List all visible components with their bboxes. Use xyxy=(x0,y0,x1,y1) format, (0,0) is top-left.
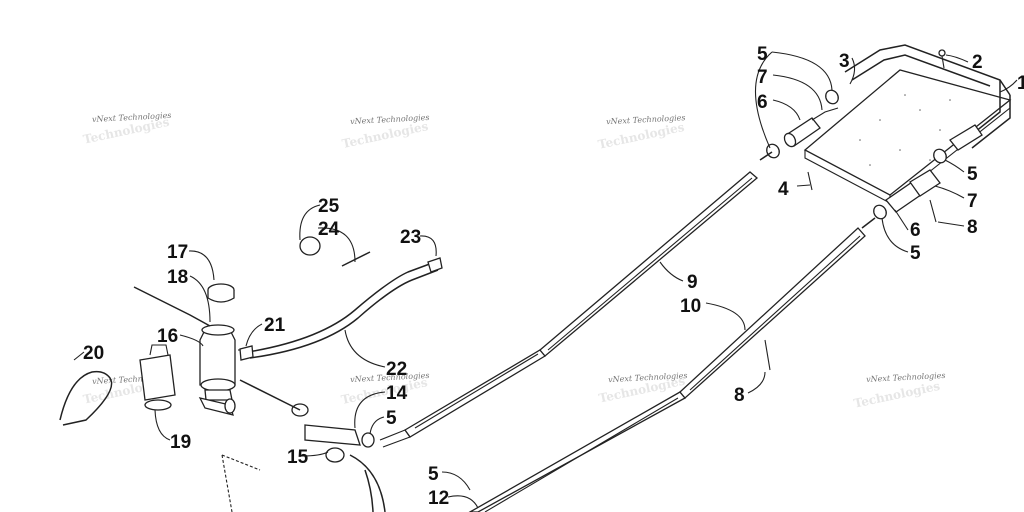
hose-lower-right xyxy=(873,124,983,220)
hose-22 xyxy=(247,261,436,353)
callout-19: 19 xyxy=(170,432,191,453)
callout-2: 2 xyxy=(972,52,983,73)
bleeder-screw-8-lower xyxy=(764,339,771,371)
leader-lines xyxy=(73,51,1018,509)
strap-20 xyxy=(59,370,113,426)
callout-5c: 5 xyxy=(910,243,921,264)
callout-24: 24 xyxy=(318,219,340,240)
callout-18: 18 xyxy=(167,267,188,288)
callout-7b: 7 xyxy=(967,191,978,212)
callout-15: 15 xyxy=(287,447,309,468)
bleeder-screw-4 xyxy=(807,171,813,191)
watermark-6: vNext Technologies xyxy=(350,371,430,384)
callout-1: 1 xyxy=(1017,73,1024,94)
callout-labels: 1 2 3 5 7 6 4 5 7 8 6 5 9 10 8 25 24 23 … xyxy=(83,44,1024,509)
callout-9: 9 xyxy=(687,272,698,293)
cooling-rail-9 xyxy=(379,151,773,448)
callout-10: 10 xyxy=(680,296,701,317)
callout-23: 23 xyxy=(400,227,421,248)
callout-8a: 8 xyxy=(967,217,978,238)
callout-5d: 5 xyxy=(386,408,397,429)
callout-5a: 5 xyxy=(757,44,768,65)
callout-5e: 5 xyxy=(428,464,439,485)
hose-24 xyxy=(341,251,371,267)
watermark-2: vNext Technologies xyxy=(350,113,430,126)
bracket-19 xyxy=(139,344,176,411)
callout-6a: 6 xyxy=(757,92,768,113)
callout-4: 4 xyxy=(778,179,789,200)
callout-14: 14 xyxy=(386,383,408,404)
callout-20: 20 xyxy=(83,343,104,364)
callout-25: 25 xyxy=(318,196,340,217)
fitting-23 xyxy=(427,257,443,273)
callout-21: 21 xyxy=(264,315,286,336)
callout-3: 3 xyxy=(839,51,850,72)
hose-14 xyxy=(304,424,361,446)
callout-12: 12 xyxy=(428,488,449,509)
coolant-reservoir xyxy=(198,324,246,416)
watermark-7: vNext Technologies xyxy=(608,371,688,384)
callout-5b: 5 xyxy=(967,164,978,185)
watermark-3: vNext Technologies xyxy=(606,113,686,126)
watermark-1: vNext Technologies xyxy=(92,111,172,124)
clamp-5-lower xyxy=(361,432,375,448)
callout-17: 17 xyxy=(167,242,188,263)
cooling-rail-10 xyxy=(468,217,876,512)
bleeder-screw-8-upper xyxy=(929,199,937,223)
callout-16: 16 xyxy=(157,326,178,347)
callout-7a: 7 xyxy=(757,67,768,88)
callout-22: 22 xyxy=(386,359,407,380)
callout-6b: 6 xyxy=(910,220,921,241)
overflow-hose-18 xyxy=(133,286,211,327)
clamp-25 xyxy=(299,236,321,256)
clamp-21 xyxy=(239,345,254,361)
reservoir-cap xyxy=(207,283,235,303)
callout-8b: 8 xyxy=(734,385,745,406)
clamp-15b xyxy=(325,447,345,463)
watermark-8: vNext Technologies xyxy=(866,371,946,384)
